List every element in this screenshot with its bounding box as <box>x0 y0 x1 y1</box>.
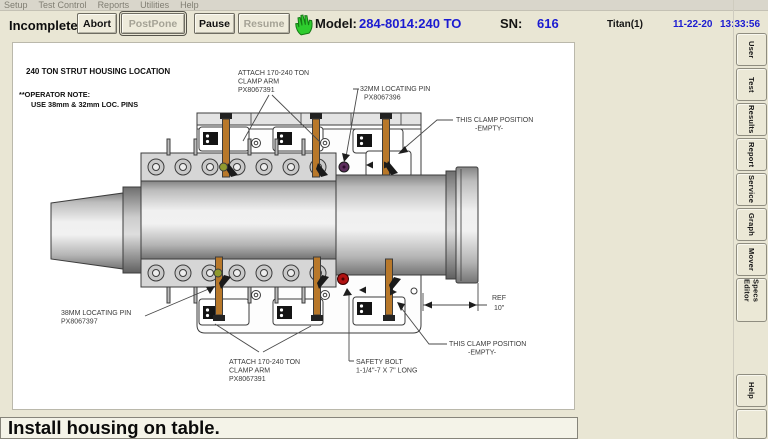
tab-graph[interactable]: Graph <box>736 208 767 241</box>
ref-dimension <box>422 283 487 311</box>
station-name: Titan(1) <box>607 19 643 30</box>
strut-housing-diagram: 240 TON STRUT HOUSING LOCATION **OPERATO… <box>19 67 533 383</box>
tab-results[interactable]: Results <box>736 103 767 136</box>
menu-bar: Setup Test Control Reports Utilities Hel… <box>0 0 768 11</box>
svg-text:-EMPTY-: -EMPTY- <box>475 126 504 133</box>
tab-test[interactable]: Test <box>736 68 767 101</box>
svg-text:1-1/4"-7 X 7" LONG: 1-1/4"-7 X 7" LONG <box>356 368 417 375</box>
locating-pin-32mm-marker <box>338 161 350 173</box>
svg-text:32MM LOCATING PIN: 32MM LOCATING PIN <box>360 86 430 93</box>
work-instruction-diagram-area: 240 TON STRUT HOUSING LOCATION **OPERATO… <box>12 42 575 410</box>
clamp-bracket-hardware <box>203 132 372 319</box>
svg-text:ATTACH 170-240 TON: ATTACH 170-240 TON <box>229 359 300 366</box>
svg-text:-EMPTY-: -EMPTY- <box>468 350 497 357</box>
label-safety-bolt: SAFETY BOLT 1-1/4"-7 X 7" LONG <box>356 359 417 375</box>
abort-button[interactable]: Abort <box>77 13 117 34</box>
svg-text:SAFETY BOLT: SAFETY BOLT <box>356 359 404 366</box>
label-bottom-empty-clamp: THIS CLAMP POSITION -EMPTY- <box>449 341 526 357</box>
label-38mm-pin: 38MM LOCATING PIN PX8067397 <box>61 310 131 326</box>
svg-text:REF: REF <box>492 295 506 302</box>
svg-text:THIS CLAMP POSITION: THIS CLAMP POSITION <box>449 341 526 348</box>
svg-text:THIS CLAMP POSITION: THIS CLAMP POSITION <box>456 117 533 124</box>
resume-button[interactable]: Resume <box>238 13 290 34</box>
toolbar: Incomplete Abort PostPone Pause Resume M… <box>0 11 768 42</box>
sn-label: SN: <box>500 16 523 31</box>
tab-help[interactable]: Help <box>736 374 767 407</box>
time-text: 13:33:56 <box>720 19 761 30</box>
tab-specs-editor[interactable]: Specs Editor <box>736 278 767 322</box>
sn-value: 616 <box>537 16 559 31</box>
svg-text:PX8067396: PX8067396 <box>364 95 401 102</box>
svg-text:CLAMP ARM: CLAMP ARM <box>238 79 279 86</box>
label-top-clamp: ATTACH 170-240 TON CLAMP ARM PX8067391 <box>238 70 309 94</box>
menu-item-test-control[interactable]: Test Control <box>38 0 87 10</box>
tab-report[interactable]: Report <box>736 138 767 171</box>
svg-text:10": 10" <box>494 305 505 312</box>
operator-note-line2: USE 38mm & 32mm LOC. PINS <box>31 100 138 109</box>
svg-text:38MM LOCATING PIN: 38MM LOCATING PIN <box>61 310 131 317</box>
label-ref-dimension: REF 10" <box>492 295 506 312</box>
pause-button[interactable]: Pause <box>194 13 235 34</box>
tab-spacer <box>736 409 767 439</box>
operator-note-line1: **OPERATOR NOTE: <box>19 90 90 99</box>
diagram-title: 240 TON STRUT HOUSING LOCATION <box>26 67 170 76</box>
menu-item-setup[interactable]: Setup <box>4 0 28 10</box>
tab-user[interactable]: User <box>736 33 767 66</box>
svg-text:ATTACH 170-240 TON: ATTACH 170-240 TON <box>238 70 309 77</box>
svg-text:PX8067391: PX8067391 <box>229 376 266 383</box>
menu-item-reports[interactable]: Reports <box>97 0 130 10</box>
tab-mover[interactable]: Mover <box>736 243 767 276</box>
date-text: 11-22-20 <box>673 19 713 30</box>
label-top-empty-clamp: THIS CLAMP POSITION -EMPTY- <box>456 117 533 133</box>
svg-text:CLAMP ARM: CLAMP ARM <box>229 368 270 375</box>
postpone-button[interactable]: PostPone <box>119 11 187 36</box>
tab-service[interactable]: Service <box>736 173 767 206</box>
svg-text:PX8067391: PX8067391 <box>238 87 275 94</box>
label-32mm-pin: 32MM LOCATING PIN PX8067396 <box>360 86 430 102</box>
strut-housing-body <box>50 138 479 304</box>
safety-bolt-marker <box>337 273 349 285</box>
menu-item-utilities[interactable]: Utilities <box>140 0 170 10</box>
operator-instruction-bar: Install housing on table. <box>0 417 578 439</box>
label-bottom-clamp: ATTACH 170-240 TON CLAMP ARM PX8067391 <box>229 359 300 383</box>
model-label: Model: <box>315 16 357 31</box>
status-text: Incomplete <box>9 18 78 33</box>
side-tab-strip: User Test Results Report Service Graph M… <box>733 0 768 439</box>
hand-status-icon <box>295 14 313 36</box>
menu-item-help[interactable]: Help <box>180 0 199 10</box>
model-value: 284-8014:240 TO <box>359 16 462 31</box>
svg-text:PX8067397: PX8067397 <box>61 319 98 326</box>
flange-holes-bottom <box>147 264 327 282</box>
instruction-text: Install housing on table. <box>8 417 220 438</box>
